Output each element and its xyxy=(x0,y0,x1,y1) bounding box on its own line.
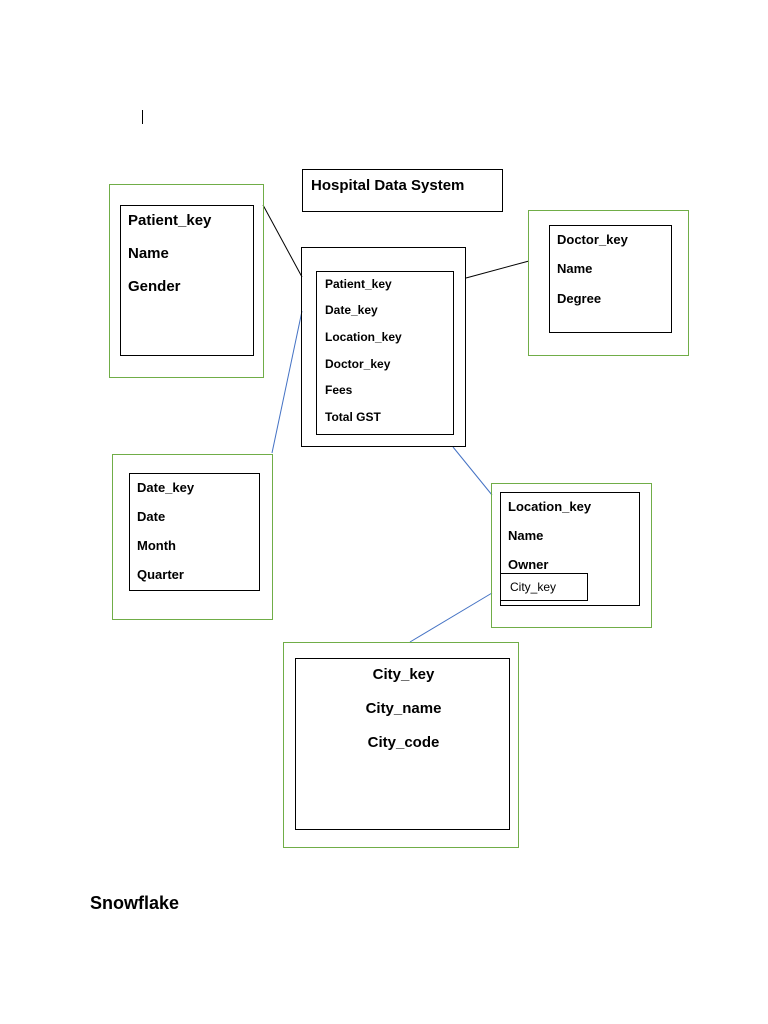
fact-field-1: Date_key xyxy=(325,303,378,317)
date-fact-link xyxy=(271,310,303,454)
city-dimension-outer: City_key City_name City_code xyxy=(283,642,519,848)
date-field-1: Date xyxy=(137,509,166,524)
fact-field-3: Doctor_key xyxy=(325,357,391,371)
location-fact-link xyxy=(452,446,493,496)
city-field-2: City_code xyxy=(367,734,440,751)
date-field-3: Quarter xyxy=(137,567,184,582)
diagram-caption: Snowflake xyxy=(90,893,180,913)
doctor-field-2: Degree xyxy=(557,291,602,306)
fact-field-0: Patient_key xyxy=(325,277,392,291)
date-field-2: Month xyxy=(137,538,176,553)
location-foreign-key: City_key xyxy=(510,580,557,594)
patient-field-2: Gender xyxy=(128,278,181,295)
title-box: Hospital Data System xyxy=(302,169,503,212)
location-field-0: Location_key xyxy=(508,499,592,514)
location-field-2: Owner xyxy=(508,557,549,572)
location-city-link xyxy=(409,592,493,643)
doctor-fact-link xyxy=(465,260,530,279)
patient-field-1: Name xyxy=(128,245,169,262)
location-dimension-table: Location_key Name Owner xyxy=(500,492,640,606)
fact-field-2: Location_key xyxy=(325,330,402,344)
patient-dimension-outer: Patient_key Name Gender xyxy=(109,184,264,378)
doctor-field-1: Name xyxy=(557,261,593,276)
date-dimension-outer: Date_key Date Month Quarter xyxy=(112,454,273,620)
location-dimension-outer: Location_key Name Owner City_key xyxy=(491,483,652,628)
city-dimension-table: City_key City_name City_code xyxy=(295,658,510,830)
fact-table-outer: Patient_key Date_key Location_key Doctor… xyxy=(301,247,466,447)
patient-fact-link xyxy=(262,204,303,278)
location-field-1: Name xyxy=(508,528,544,543)
fact-table: Patient_key Date_key Location_key Doctor… xyxy=(316,271,454,435)
date-field-0: Date_key xyxy=(137,480,195,495)
doctor-field-0: Doctor_key xyxy=(557,232,628,247)
doctor-dimension-outer: Doctor_key Name Degree xyxy=(528,210,689,356)
city-key-foreign-key-box: City_key xyxy=(500,573,588,601)
patient-dimension-table: Patient_key Name Gender xyxy=(120,205,254,356)
diagram-title: Hospital Data System xyxy=(311,177,465,194)
city-field-1: City_name xyxy=(365,700,442,717)
patient-field-0: Patient_key xyxy=(128,212,212,229)
doctor-dimension-table: Doctor_key Name Degree xyxy=(549,225,672,333)
city-field-0: City_key xyxy=(372,666,435,683)
fact-field-5: Total GST xyxy=(325,410,381,424)
fact-field-4: Fees xyxy=(325,383,353,397)
text-cursor xyxy=(142,110,143,124)
date-dimension-table: Date_key Date Month Quarter xyxy=(129,473,260,591)
